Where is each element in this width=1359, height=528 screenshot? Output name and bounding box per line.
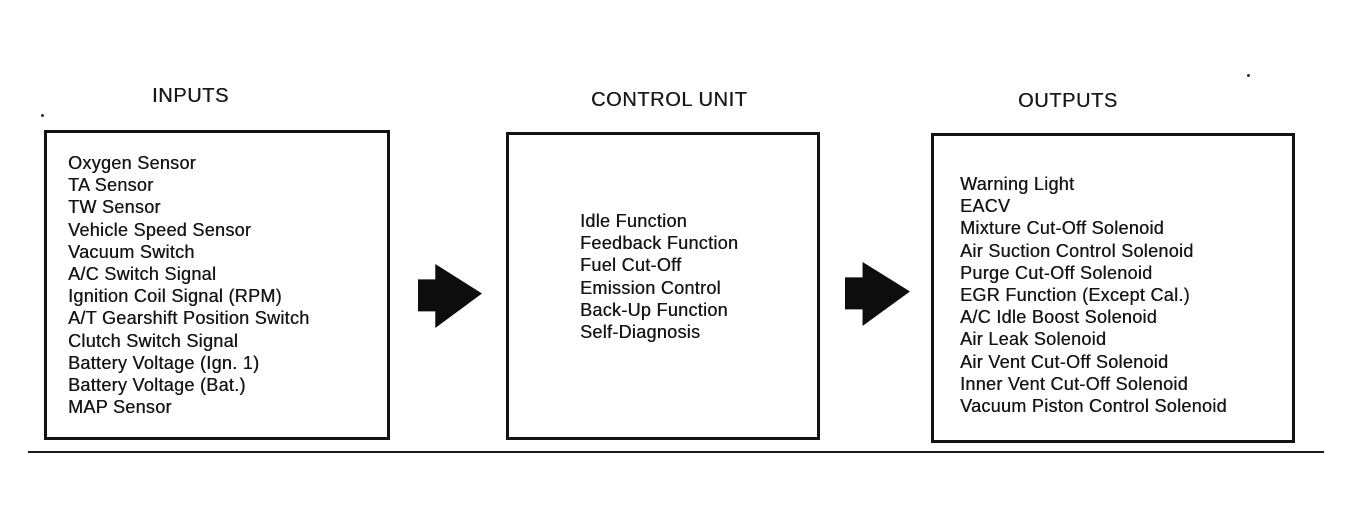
input-signal-label: Oxygen Sensor: [68, 153, 196, 173]
input-signal-label: A/C Switch Signal: [68, 264, 217, 285]
input-signal-label: Battery Voltage (Ign. 1): [68, 352, 260, 373]
output-device-label: Air Vent Cut-Off Solenoid: [960, 351, 1169, 372]
control-function-label: Emission Control: [580, 277, 721, 298]
input-signal-label: A/T Gearshift Position Switch: [68, 308, 310, 329]
scan-speck: [1247, 74, 1250, 77]
input-signal-label: MAP Sensor: [68, 397, 172, 418]
output-device-label: EGR Function (Except Cal.): [960, 285, 1190, 306]
output-device-label: EACV: [960, 196, 1011, 217]
input-signal-label: Vehicle Speed Sensor: [68, 219, 252, 240]
control-function-label: Self-Diagnosis: [580, 322, 701, 343]
output-device-label: Mixture Cut-Off Solenoid: [960, 218, 1164, 239]
inputs-heading: INPUTS: [152, 85, 229, 107]
output-device-label: Air Leak Solenoid: [960, 329, 1107, 350]
input-signal-label: Ignition Coil Signal (RPM): [68, 286, 282, 307]
control-unit-heading: CONTROL UNIT: [591, 89, 748, 111]
control-function-label: Feedback Function: [580, 233, 739, 254]
output-device-label: Purge Cut-Off Solenoid: [960, 262, 1153, 283]
control-function-label: Fuel Cut-Off: [580, 255, 682, 276]
control-function-label: Idle Function: [580, 211, 687, 231]
input-signal-label: TW Sensor: [68, 197, 161, 218]
output-device-label: Inner Vent Cut-Off Solenoid: [960, 373, 1188, 394]
control-function-label: Back-Up Function: [580, 299, 728, 320]
output-device-label: Air Suction Control Solenoid: [960, 240, 1194, 261]
right-arrow-icon: [845, 262, 910, 326]
output-device-label: A/C Idle Boost Solenoid: [960, 307, 1158, 328]
input-signal-label: Vacuum Switch: [68, 241, 195, 262]
scan-speck: [41, 114, 44, 117]
input-signal-label: Battery Voltage (Bat.): [68, 375, 246, 396]
right-arrow-icon: [418, 264, 482, 328]
bottom-divider: [28, 451, 1324, 453]
input-signal-label: Clutch Switch Signal: [68, 330, 239, 351]
output-device-label: Vacuum Piston Control Solenoid: [960, 396, 1227, 417]
outputs-heading: OUTPUTS: [1018, 90, 1118, 112]
output-device-label: Warning Light: [960, 174, 1075, 194]
input-signal-label: TA Sensor: [68, 175, 154, 196]
